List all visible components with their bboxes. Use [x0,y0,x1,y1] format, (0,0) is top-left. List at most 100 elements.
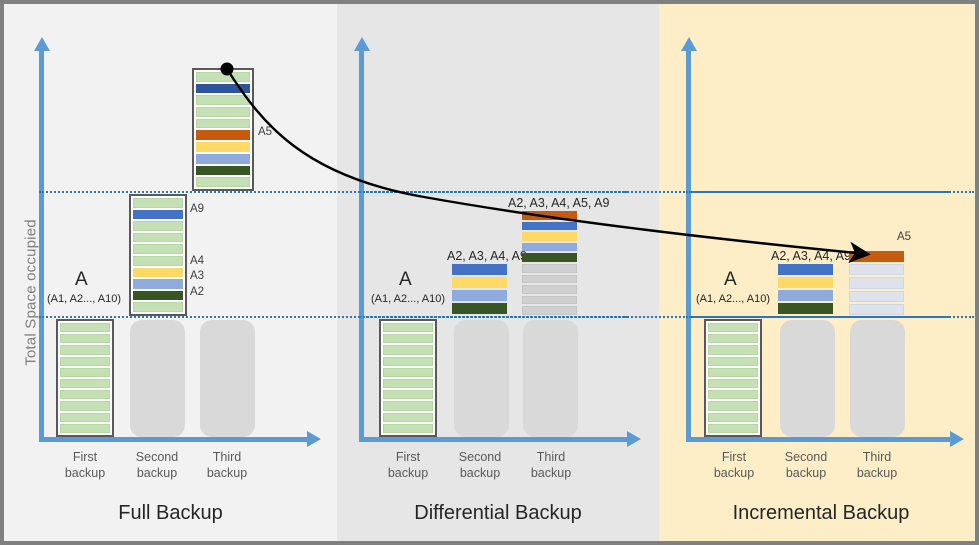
stripe-green [133,232,183,243]
title-differential-backup: Differential Backup [414,502,582,524]
bar-full-second-backup [129,194,187,316]
label-incremental-second: A2, A3, A4, A9 [771,249,851,263]
bar-full-third-backup [192,68,254,191]
bar-full-first-backup [56,319,114,437]
stripe-yellow [133,267,183,278]
stripe-green [133,198,183,208]
gray-column-full-second [130,320,185,437]
stripe-green [133,244,183,254]
label-full-second-A2: A2 [190,286,205,298]
stripe-green [383,345,433,355]
stripe-green [383,412,433,422]
bar-differential-second-backup [452,264,507,314]
stripe-green [60,390,110,400]
stripe-green [60,323,110,333]
stripe-green [708,423,758,433]
bar-differential-first-backup [379,319,437,437]
stripe-darkgreen [196,165,250,176]
stripe-darkblue [196,83,250,94]
tick-full-third: Third backup [206,450,248,480]
stripe-lightblue [452,290,507,301]
stripe-blue [133,209,183,220]
stripe-gray [522,274,577,284]
stripe-green [133,255,183,266]
stripe-gray [522,306,577,315]
stripe-gray [522,285,577,294]
stripe-green [60,412,110,422]
x-axis-arrow-full [307,431,321,447]
stripe-darkgreen [522,253,577,262]
tick-differential-second: Second backup [458,450,502,480]
stripe-green [383,334,433,344]
stripe-green [196,72,250,82]
stripe-green [383,378,433,389]
stripe-green [708,345,758,355]
x-axis-arrow-differential [627,431,641,447]
stripe-green [708,378,758,389]
stripe-gray [522,295,577,305]
stripe-lightblue [522,242,577,252]
stripe-lightblue [196,153,250,164]
stripe-lightgray [849,290,904,302]
stripe-green [708,356,758,366]
stripe-blue [522,221,577,231]
y-axis-arrow-full [34,37,50,51]
stripe-green [196,177,250,187]
stripe-green [60,334,110,344]
title-full-backup: Full Backup [118,502,223,524]
tick-differential-first: First backup [387,450,429,480]
title-incremental-backup: Incremental Backup [732,502,910,524]
stripe-green [60,367,110,377]
y-axis-arrow-differential [354,37,370,51]
gray-column-incremental-second [780,320,835,437]
bar-incremental-second-backup [778,264,833,314]
stripe-lightgray [849,264,904,276]
stripe-green [708,412,758,422]
gray-column-full-third [200,320,255,437]
label-differential-second: A2, A3, A4, A9 [447,249,527,263]
stripe-green [196,95,250,106]
label-full-first-A-sub: (A1, A2..., A10) [47,293,121,305]
stripe-green [60,401,110,411]
stripe-blue [452,264,507,275]
gray-column-incremental-third [850,320,905,437]
y-axis-full [39,49,44,442]
tick-full-second: Second backup [135,450,179,480]
stripe-yellow [452,277,507,288]
stripe-lightblue [778,290,833,301]
stripe-darkgreen [778,303,833,314]
guide-line-lower-differential [359,316,949,318]
y-axis-label: Total Space occupied [22,219,40,366]
stripe-green [383,356,433,366]
label-incremental-third-A5: A5 [897,231,912,243]
label-differential-first-A-sub: (A1, A2..., A10) [371,293,445,305]
guide-line-lower-incremental [686,316,974,318]
tick-incremental-third: Third backup [856,450,898,480]
label-full-second-A9: A9 [190,203,205,215]
bar-incremental-third-backup [849,251,904,315]
stripe-green [708,390,758,400]
stripe-orange [849,251,904,263]
stripe-green [383,390,433,400]
stripe-green [708,334,758,344]
tick-differential-third: Third backup [530,450,572,480]
stripe-lightgray [849,303,904,315]
bar-incremental-first-backup [704,319,762,437]
stripe-green [60,345,110,355]
stripe-green [133,221,183,231]
stripe-green [60,423,110,433]
stripe-green [383,367,433,377]
stripe-orange [522,211,577,220]
tick-full-first: First backup [64,450,106,480]
x-axis-differential [359,437,631,442]
gray-column-differential-third [523,320,578,437]
label-full-first-A: A [75,269,88,290]
stripe-green [708,401,758,411]
tick-incremental-second: Second backup [784,450,828,480]
stripe-green [60,378,110,389]
stripe-green [383,323,433,333]
stripe-darkgreen [452,303,507,314]
bar-differential-third-backup [522,211,577,315]
x-axis-incremental [686,437,954,442]
tick-incremental-first: First backup [713,450,755,480]
